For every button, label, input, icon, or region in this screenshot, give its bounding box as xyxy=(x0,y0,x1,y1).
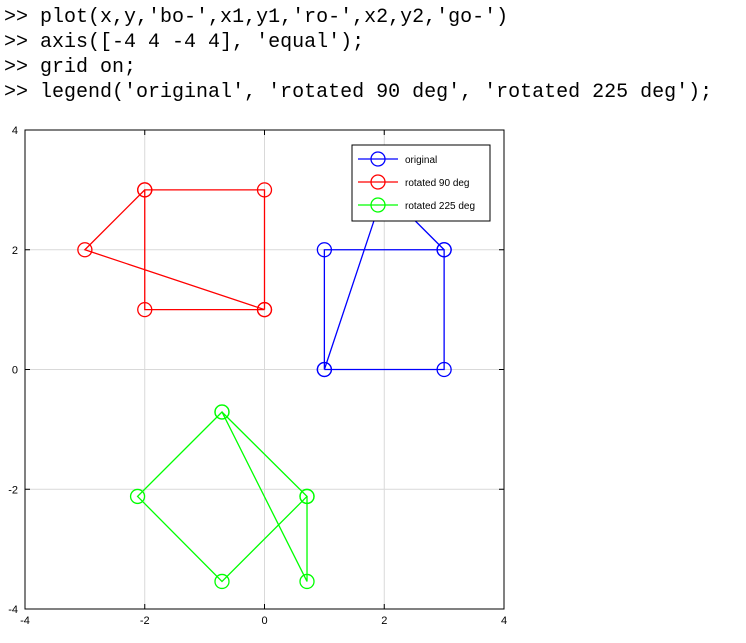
legend-box xyxy=(351,144,491,222)
series-1-point xyxy=(77,242,93,258)
command-line-3: >> grid on; xyxy=(4,55,136,80)
y-tick-label: 0 xyxy=(12,365,18,377)
series-1-point xyxy=(137,182,153,198)
x-tick-label: -2 xyxy=(140,615,150,627)
y-tick-label: 4 xyxy=(12,125,18,137)
command-line-1: >> plot(x,y,'bo-',x1,y1,'ro-',x2,y2,'go-… xyxy=(4,5,508,30)
series-0-point xyxy=(436,242,452,258)
command-text: axis([-4 4 -4 4], 'equal'); xyxy=(40,31,365,54)
x-tick-label: 0 xyxy=(261,615,267,627)
legend-marker xyxy=(370,174,386,190)
x-tick-label: 4 xyxy=(501,615,507,627)
series-2-point xyxy=(214,404,230,420)
series-2-point xyxy=(129,488,146,505)
y-tick-label: 2 xyxy=(12,245,18,257)
legend-label: original xyxy=(405,155,437,166)
command-line-4: >> legend('original', 'rotated 90 deg', … xyxy=(4,80,712,105)
prompt: >> xyxy=(4,6,29,29)
command-text: plot(x,y,'bo-',x1,y1,'ro-',x2,y2,'go-') xyxy=(40,6,509,29)
prompt: >> xyxy=(4,31,29,54)
series-1-point xyxy=(137,301,153,318)
prompt: >> xyxy=(4,81,29,104)
series-2-point xyxy=(214,573,230,590)
series-2-point xyxy=(299,488,315,505)
series-2-point xyxy=(299,573,315,590)
x-tick-label: 2 xyxy=(381,615,387,627)
command-text: grid on; xyxy=(40,56,137,79)
plot-canvas: -4 -2 0 2 4 4 2 0 -2 -4 original rotated 90 deg rota… xyxy=(8,125,507,627)
legend-label: rotated 225 deg xyxy=(405,201,475,212)
figure-window: -4 -2 0 2 4 4 2 0 -2 -4 original rotated 90 deg rota… xyxy=(0,110,525,643)
series-line-2 xyxy=(136,410,308,583)
series-0-point xyxy=(316,242,333,258)
prompt: >> xyxy=(4,56,29,79)
command-line-2: >> axis([-4 4 -4 4], 'equal'); xyxy=(4,30,364,55)
series-line-1 xyxy=(83,189,266,311)
legend-marker xyxy=(370,151,386,167)
command-window: >> plot(x,y,'bo-',x1,y1,'ro-',x2,y2,'go-… xyxy=(0,0,746,110)
y-tick-label: -4 xyxy=(8,604,18,616)
x-tick-label: -4 xyxy=(20,615,30,627)
legend-label: rotated 90 deg xyxy=(405,178,470,189)
y-tick-label: -2 xyxy=(8,484,18,496)
command-text: legend('original', 'rotated 90 deg', 'ro… xyxy=(40,81,713,104)
series-0-point xyxy=(316,361,333,378)
series-1-point xyxy=(256,301,273,318)
series-0-point xyxy=(436,361,452,378)
legend-marker xyxy=(370,197,386,213)
series-1-point xyxy=(256,182,273,198)
